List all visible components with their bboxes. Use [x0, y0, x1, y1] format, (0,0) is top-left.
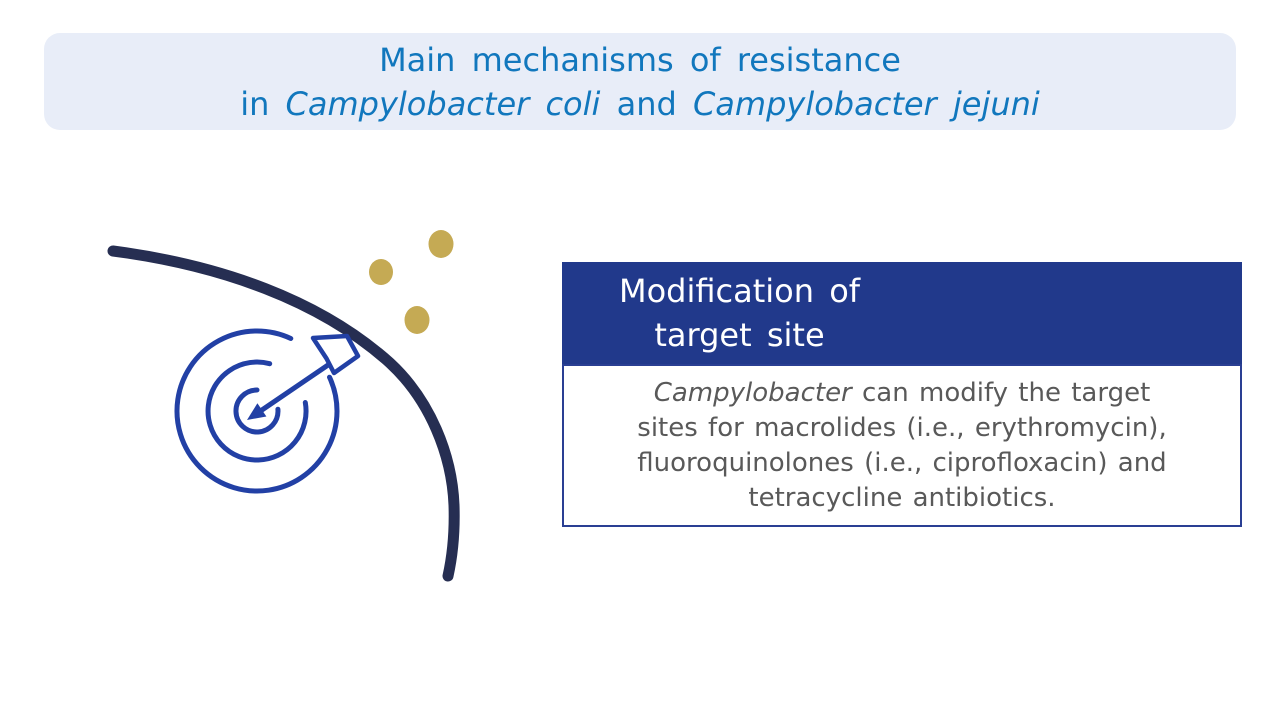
- target-dart-illustration: [107, 230, 460, 582]
- body-line1: Campylobacter can modify the target: [564, 376, 1240, 411]
- gold-dot: [404, 306, 430, 334]
- header-banner: Main mechanisms of resistance in Campylo…: [44, 33, 1236, 130]
- gold-dot: [428, 230, 454, 258]
- mechanism-card: Modification of target site Campylobacte…: [562, 262, 1242, 527]
- target-bullseye-icon: [174, 328, 340, 494]
- title-middle: and: [600, 84, 693, 123]
- bullseye-inner-ring: [233, 387, 281, 435]
- title-prefix: in: [240, 84, 286, 123]
- gold-dot: [369, 259, 393, 285]
- body-line3: fluoroquinolones (i.e., ciprofloxacin) a…: [637, 447, 1167, 478]
- curved-arc-icon: [107, 245, 460, 582]
- card-body: Campylobacter can modify the target site…: [562, 364, 1242, 527]
- dart-shaft: [256, 360, 334, 415]
- page-title-line2: in Campylobacter coli and Campylobacter …: [44, 82, 1236, 126]
- species-campylobacter-jejuni: Campylobacter jejuni: [692, 84, 1040, 123]
- page-title-line1: Main mechanisms of resistance: [379, 40, 901, 79]
- bullseye-outer-ring: [174, 328, 340, 494]
- gold-dots-icon: [369, 230, 454, 334]
- card-title-line1: Modification of: [618, 272, 861, 310]
- body-line2: sites for macrolides (i.e., erythromycin…: [637, 412, 1167, 443]
- species-campylobacter: Campylobacter: [653, 377, 852, 408]
- bullseye-middle-ring: [205, 359, 309, 463]
- body-line4: tetracycline antibiotics.: [748, 482, 1056, 513]
- dart-head: [247, 403, 267, 420]
- card-title-line2: target site: [654, 316, 825, 354]
- dart-fletching: [310, 333, 361, 376]
- dart-arrow-icon: [247, 333, 361, 420]
- body-line1-rest: can modify the target: [851, 377, 1151, 408]
- species-campylobacter-coli: Campylobacter coli: [285, 84, 601, 123]
- card-header: Modification of target site: [562, 262, 1242, 364]
